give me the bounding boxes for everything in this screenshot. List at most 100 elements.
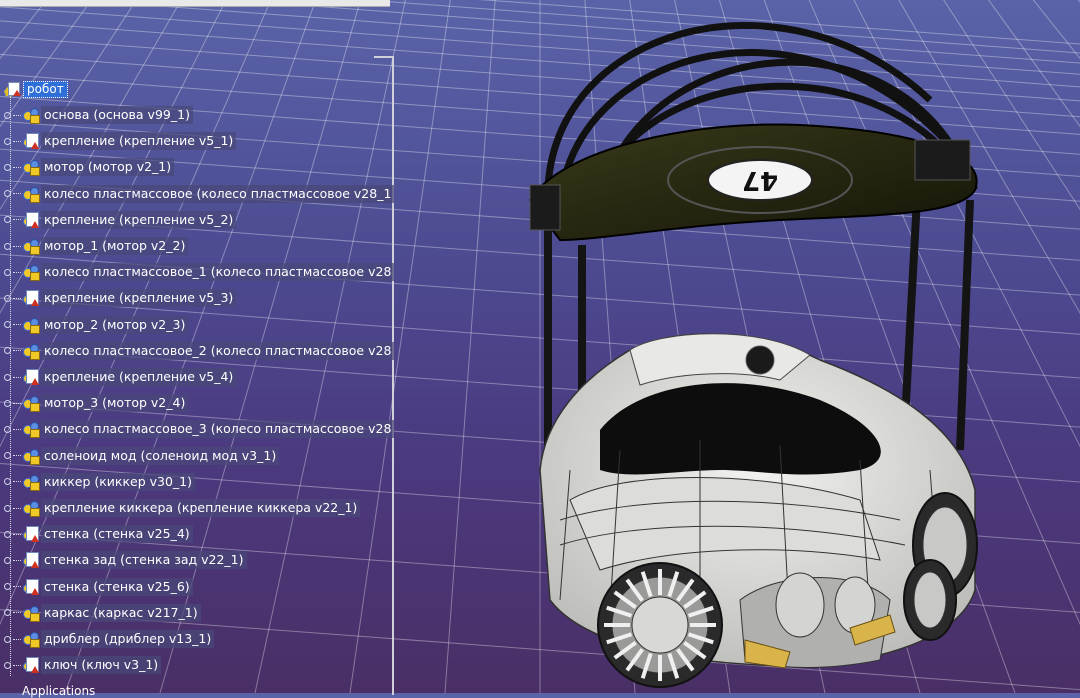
tree-item-label[interactable]: стенка (стенка v25_4) [41,525,193,544]
tree-item[interactable]: соленоид мод (соленоид мод v3_1) [0,445,280,467]
tree-item[interactable]: каркас (каркас v217_1) [0,602,201,624]
tree-item-label[interactable]: дриблер (дриблер v13_1) [41,630,215,648]
tree-connector [13,350,21,352]
tree-item-label[interactable]: стенка (стенка v25_6) [41,577,193,596]
tree-connector [13,507,21,509]
wheel-front-left [597,562,723,688]
tree-item[interactable]: колесо пластмассовое (колесо пластмассов… [0,183,395,205]
tree-item[interactable]: основа (основа v99_1) [0,104,193,126]
tree-item-label[interactable]: мотор_1 (мотор v2_2) [41,237,189,255]
tree-item-label[interactable]: колесо пластмассовое_1 (колесо пластмасс… [41,263,395,282]
tree-item-label[interactable]: крепление (крепление v5_1) [41,132,237,151]
tree-item-label[interactable]: мотор_2 (мотор v2_3) [41,315,189,334]
applications-node[interactable]: Applications [22,684,96,698]
menu-bar [0,0,390,7]
expand-icon[interactable] [4,425,11,433]
tree-connector [13,193,21,195]
tree-item-label[interactable]: ключ (ключ v3_1) [41,656,162,675]
expand-icon[interactable] [4,399,11,407]
tree-item[interactable]: крепление (крепление v5_3) [0,287,237,309]
tree-item[interactable]: колесо пластмассовое_3 (колесо пластмасс… [0,418,395,440]
tree-item[interactable]: мотор_1 (мотор v2_2) [0,235,189,257]
tree-item-label[interactable]: каркас (каркас v217_1) [41,603,201,622]
tree-item-label[interactable]: основа (основа v99_1) [41,106,193,124]
expand-icon[interactable] [4,321,11,329]
tree-connector [13,376,21,378]
expand-icon[interactable] [4,216,11,224]
expand-icon[interactable] [4,583,11,591]
tree-item-label[interactable]: крепление киккера (крепление киккера v22… [41,499,361,517]
expand-icon[interactable] [4,452,11,460]
assembly-icon [4,81,21,97]
tree-item[interactable]: мотор_3 (мотор v2_4) [0,392,189,414]
tree-connector [13,428,21,430]
tree-connector [13,638,21,640]
expand-icon[interactable] [4,504,11,512]
expand-icon[interactable] [4,556,11,564]
tree-item[interactable]: крепление (крепление v5_1) [0,130,237,152]
tree-item[interactable]: стенка (стенка v25_4) [0,523,193,545]
tree-item[interactable]: дриблер (дриблер v13_1) [0,628,215,650]
tree-item[interactable]: мотор (мотор v2_1) [0,156,175,178]
tree-item[interactable]: крепление киккера (крепление киккера v22… [0,497,361,519]
tree-item[interactable]: крепление (крепление v5_4) [0,366,237,388]
tree-connector [13,586,21,588]
tree-item[interactable]: крепление (крепление v5_2) [0,209,237,231]
tree-item[interactable]: стенка (стенка v25_6) [0,576,193,598]
component-gear-icon [23,186,40,203]
tree-root-label[interactable]: робот [23,80,68,98]
tree-connector [13,402,21,404]
tree-item[interactable]: колесо пластмассовое_1 (колесо пластмасс… [0,261,395,283]
tree-connector [13,612,21,614]
part-icon [23,133,39,150]
expand-icon[interactable] [4,268,11,276]
tree-item-label[interactable]: крепление (крепление v5_4) [41,368,237,386]
tree-item-label[interactable]: колесо пластмассовое (колесо пластмассов… [41,184,395,203]
expand-icon[interactable] [4,373,11,381]
tree-item-label[interactable]: мотор_3 (мотор v2_4) [41,394,189,413]
tree-item-label[interactable]: киккер (киккер v30_1) [41,472,196,491]
wheel-front-right [903,559,957,641]
tree-item-label[interactable]: колесо пластмассовое_3 (колесо пластмасс… [41,420,395,439]
tree-root[interactable]: робот [4,80,68,98]
tree-connector [13,455,21,457]
tree-connector [13,140,21,142]
component-gear-icon [23,317,40,334]
tree-item[interactable]: мотор_2 (мотор v2_3) [0,314,189,336]
expand-icon[interactable] [4,347,11,355]
expand-icon[interactable] [4,111,11,119]
part-icon [23,211,39,228]
expand-icon[interactable] [4,661,11,669]
expand-icon[interactable] [4,137,11,145]
expand-icon[interactable] [4,530,11,538]
component-gear-icon [23,395,40,413]
tree-item[interactable]: ключ (ключ v3_1) [0,654,162,676]
robot-3d-model[interactable]: 47 [520,0,1080,693]
part-icon [23,657,39,674]
expand-icon[interactable] [4,294,11,302]
plate-label: 47 [742,165,778,195]
tree-item-label[interactable]: крепление (крепление v5_2) [41,210,237,229]
tree-connector [13,664,21,666]
tree-item-label[interactable]: стенка зад (стенка зад v22_1) [41,551,247,570]
tree-item[interactable]: киккер (киккер v30_1) [0,471,196,493]
tree-item-label[interactable]: крепление (крепление v5_3) [41,289,237,308]
expand-icon[interactable] [4,609,11,617]
tree-item[interactable]: стенка зад (стенка зад v22_1) [0,549,247,571]
expand-icon[interactable] [4,242,11,250]
expand-icon[interactable] [4,190,11,198]
tree-item-label[interactable]: соленоид мод (соленоид мод v3_1) [41,446,280,465]
expand-icon[interactable] [4,163,11,171]
tree-connector [13,166,21,168]
expand-icon[interactable] [4,635,11,643]
tree-item-label[interactable]: колесо пластмассовое_2 (колесо пластмасс… [41,341,395,360]
component-gear-icon [23,264,40,282]
part-icon [23,369,39,385]
component-gear-icon [23,474,40,491]
tree-item[interactable]: колесо пластмассовое_2 (колесо пластмасс… [0,340,395,362]
tree-connector [13,271,21,273]
dribbler-assembly [739,572,896,669]
tree-item-label[interactable]: мотор (мотор v2_1) [41,158,175,177]
component-gear-icon [23,343,40,360]
expand-icon[interactable] [4,478,11,486]
